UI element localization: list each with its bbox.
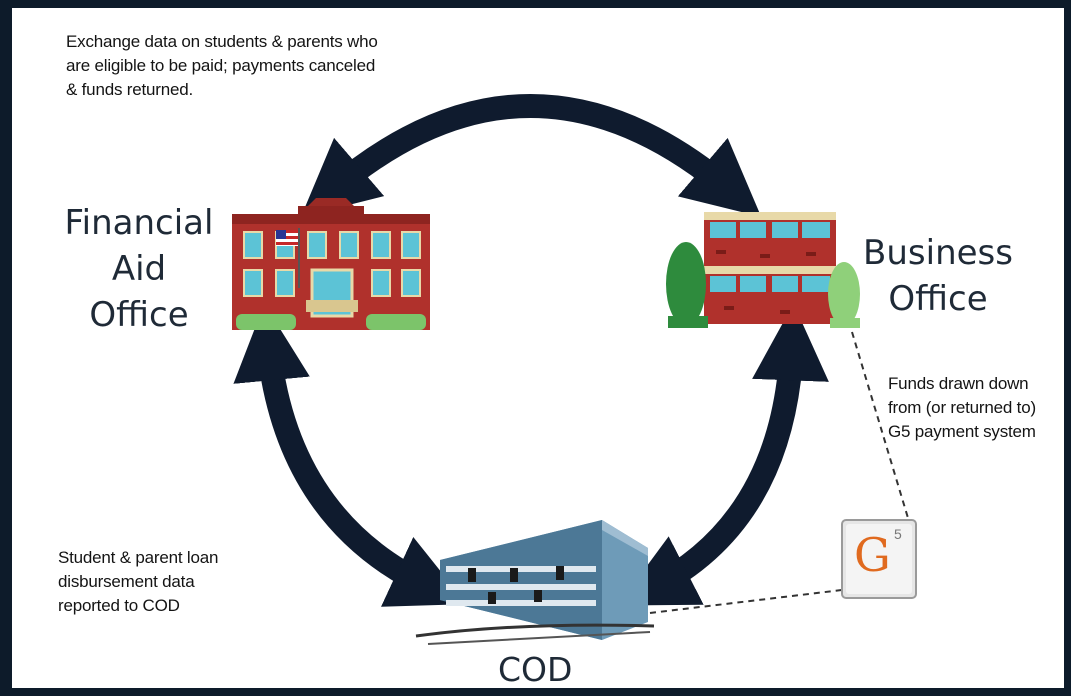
business-office-label: Business Office xyxy=(863,233,1013,319)
financial-aid-office-label: Financial Aid Office xyxy=(64,203,214,335)
exchange-note: Exchange data on students & parents who … xyxy=(66,32,378,99)
g5-badge-superscript: 5 xyxy=(894,526,902,542)
us-flag-icon xyxy=(276,230,298,246)
loan-note: Student & parent loan disbursement data … xyxy=(58,548,219,615)
top-double-arrow xyxy=(300,94,762,218)
right-double-arrow xyxy=(617,303,829,606)
left-double-arrow xyxy=(233,303,467,607)
cod-label: COD xyxy=(498,650,573,689)
g5-badge-letter: G xyxy=(854,528,891,582)
g5-logo-icon xyxy=(841,519,917,599)
cod-building-icon xyxy=(415,520,655,645)
office-building-icon xyxy=(666,212,860,328)
school-building-icon xyxy=(232,198,430,330)
funds-note: Funds drawn down from (or returned to) G… xyxy=(888,374,1036,441)
